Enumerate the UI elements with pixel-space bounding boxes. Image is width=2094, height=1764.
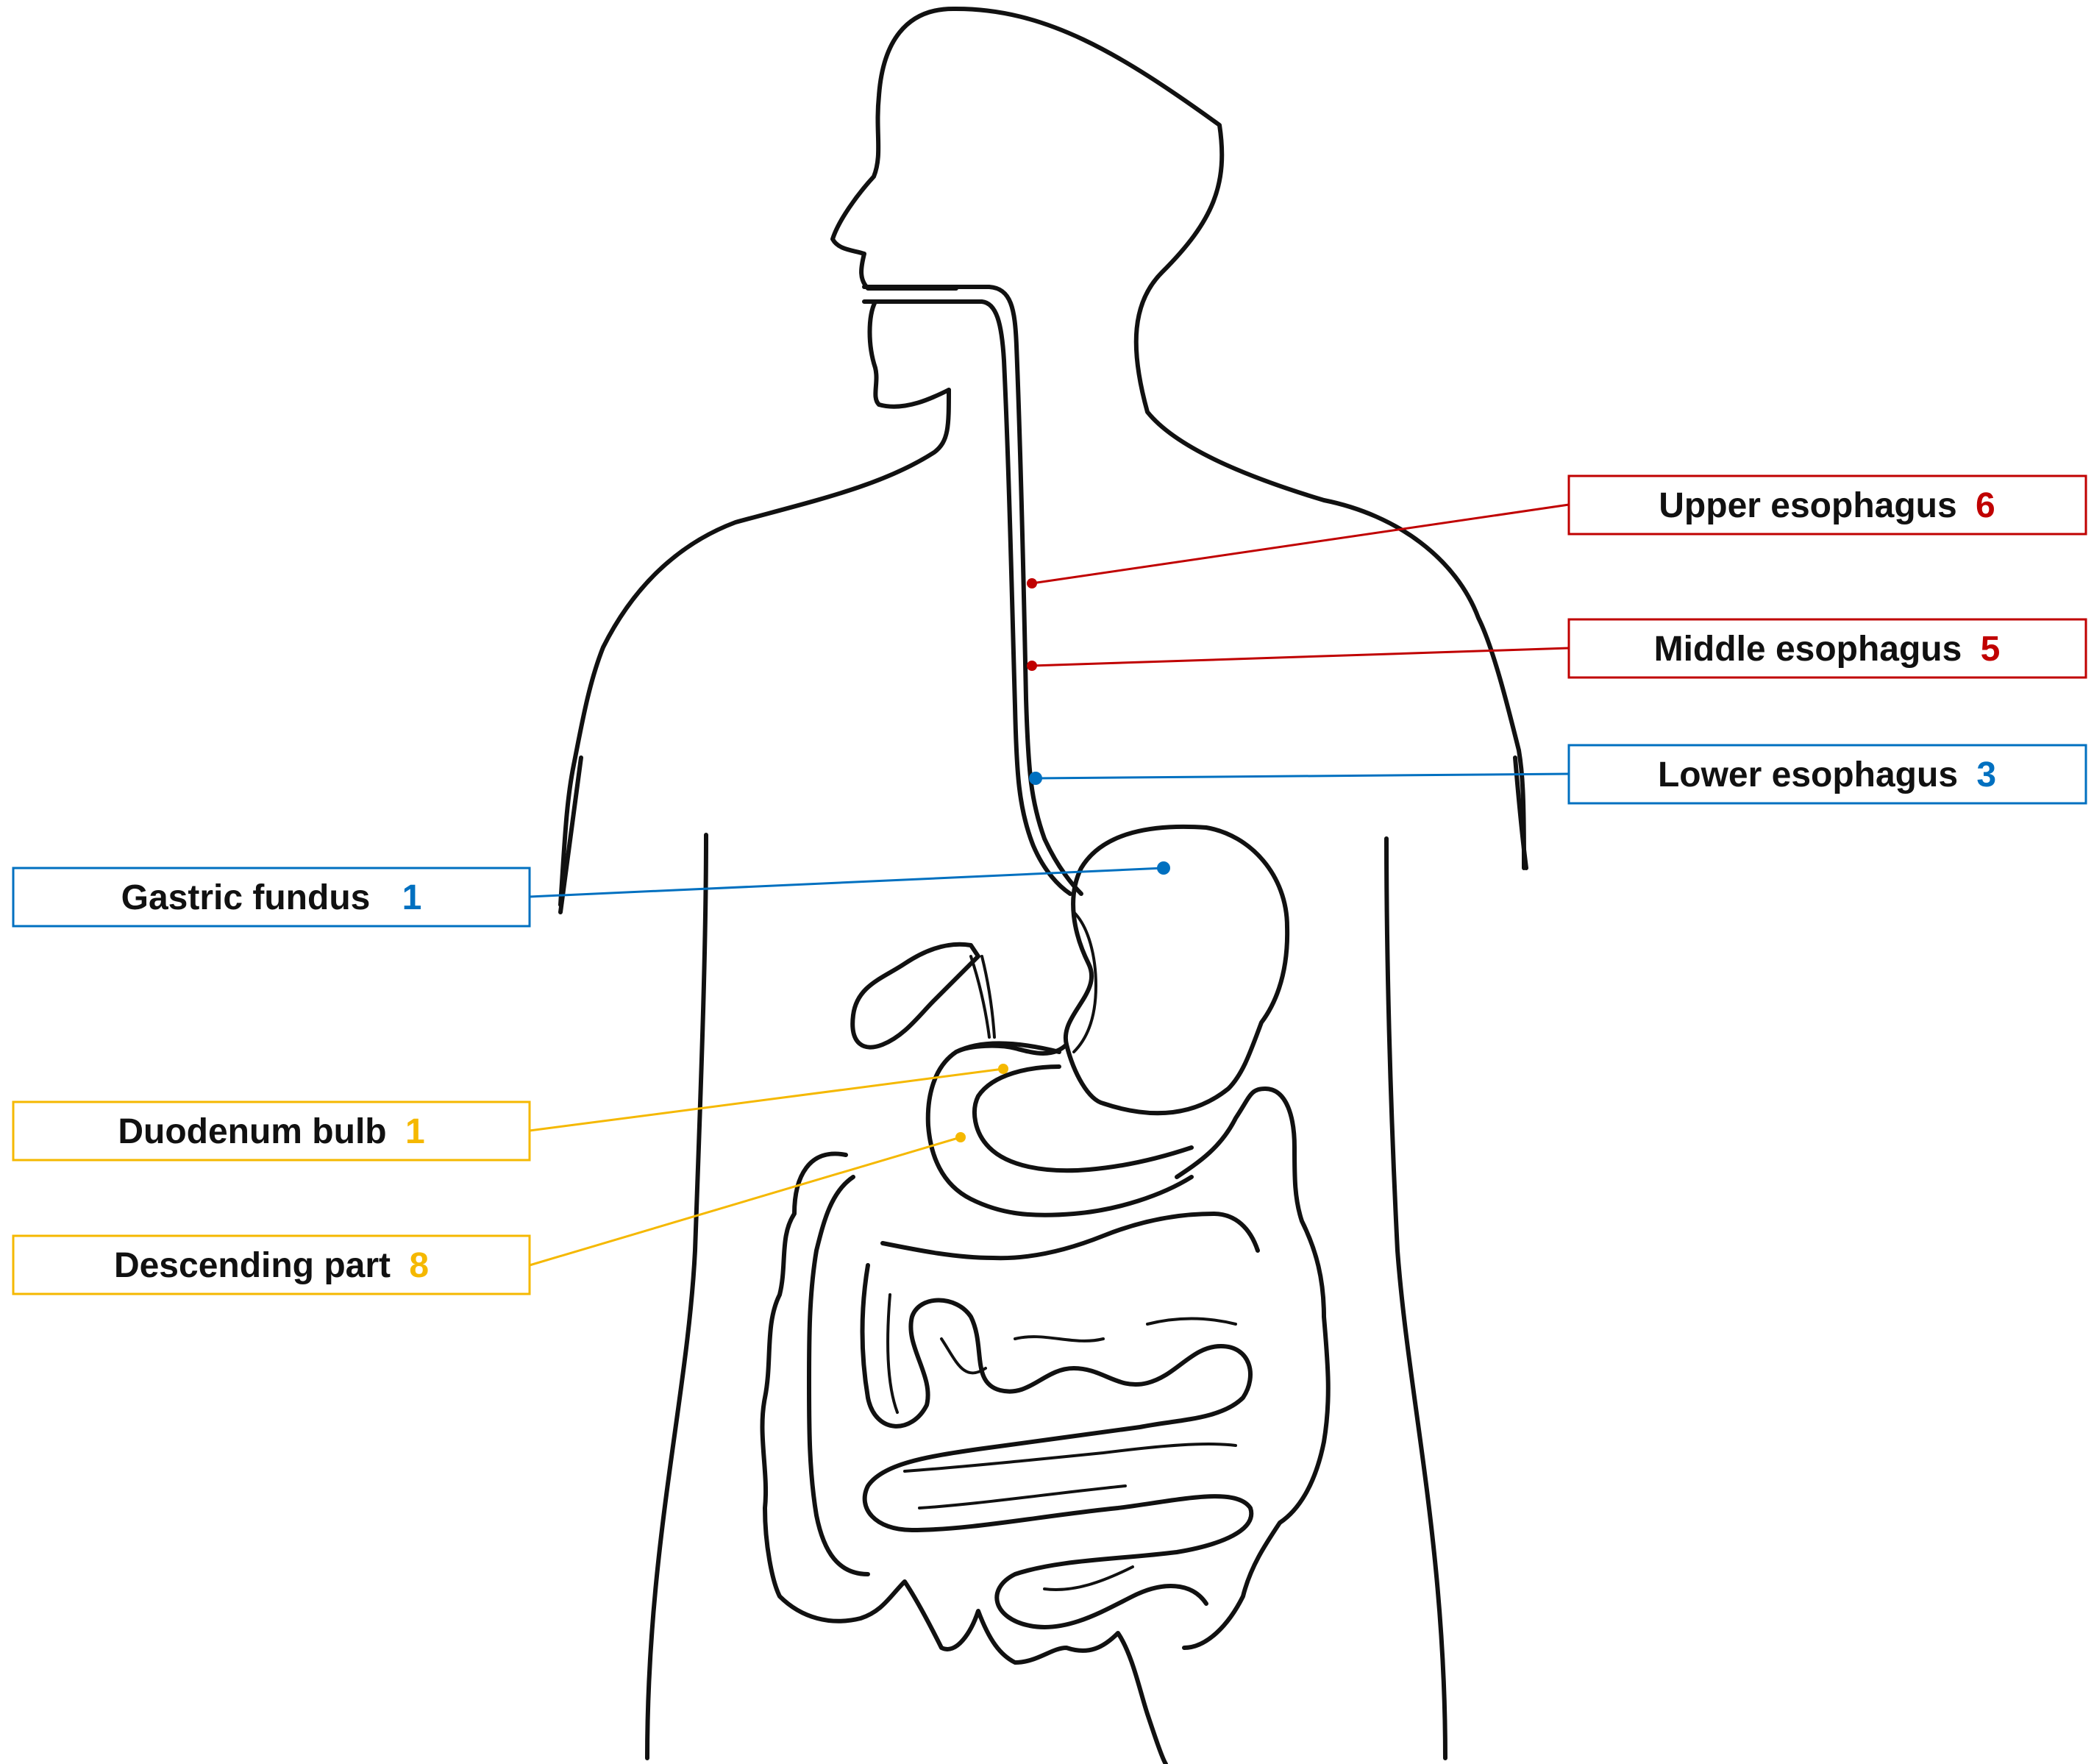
body-outline: [558, 6, 1528, 1760]
leader-line-duodenum-bulb: [529, 1067, 1004, 1132]
label-boxes: Upper esophagus 6 Middle esophagus 5 Low…: [12, 474, 2087, 1295]
left-shoulder-outline: [558, 388, 951, 907]
colon-right-outline: [1175, 1087, 1331, 1650]
label-descending-part: Descending part 8: [12, 1234, 531, 1295]
marker-dot-duodenum-bulb: [998, 1064, 1008, 1074]
label-box-gastric-fundus: [12, 867, 531, 928]
label-name-duodenum-bulb: Duodenum bulb: [118, 1112, 386, 1151]
duodenum: [925, 1041, 1194, 1217]
label-upper-esophagus: Upper esophagus 6: [1567, 474, 2087, 536]
colon-outline: [760, 1151, 1168, 1764]
leader-line-descending-part: [529, 1136, 961, 1267]
label-lower-esophagus: Lower esophagus 3: [1567, 744, 2087, 805]
label-box-duodenum-bulb: [12, 1100, 531, 1162]
label-count-middle-esophagus: 5: [1981, 630, 2001, 669]
gallbladder: [850, 942, 996, 1050]
label-duodenum-bulb: Duodenum bulb 1: [12, 1100, 531, 1162]
marker-dot-middle-esophagus: [1027, 661, 1037, 671]
label-text-upper-esophagus: Upper esophagus 6: [1659, 486, 1995, 525]
leader-line-middle-esophagus: [1031, 647, 1570, 667]
label-gastric-fundus: Gastric fundus 1: [12, 867, 531, 928]
small-intestine-loops: [860, 1263, 1254, 1629]
stomach-lesser-curve: [1072, 911, 1097, 1053]
gallbladder-outline: [850, 942, 980, 1050]
label-box-upper-esophagus: [1567, 474, 2087, 536]
label-text-gastric-fundus: Gastric fundus 1: [121, 878, 422, 917]
label-box-lower-esophagus: [1567, 744, 2087, 805]
colon-inner-outline: [807, 1175, 1260, 1576]
duodenum-inner: [972, 1064, 1194, 1173]
label-text-descending-part: Descending part 8: [114, 1246, 429, 1285]
left-arm-line: [558, 755, 583, 914]
label-count-duodenum-bulb: 1: [405, 1112, 425, 1151]
label-name-lower-esophagus: Lower esophagus: [1658, 755, 1958, 794]
label-name-upper-esophagus: Upper esophagus: [1659, 486, 1956, 525]
label-middle-esophagus: Middle esophagus 5: [1567, 618, 2087, 679]
esophagus: [862, 285, 1083, 896]
label-name-middle-esophagus: Middle esophagus: [1654, 630, 1962, 669]
label-box-descending-part: [12, 1234, 531, 1295]
colon: [760, 1087, 1331, 1764]
duodenum-outline: [925, 1041, 1194, 1217]
label-count-lower-esophagus: 3: [1976, 755, 1996, 794]
esophagus-left-wall: [862, 285, 1083, 896]
leader-lines: [529, 503, 1570, 1267]
label-name-descending-part: Descending part: [114, 1246, 391, 1285]
head-back-outline: [954, 7, 1526, 870]
label-count-upper-esophagus: 6: [1976, 486, 1995, 525]
small-intestine: [860, 1263, 1254, 1629]
esophagus-right-wall: [862, 299, 1072, 896]
marker-dot-descending-part: [955, 1132, 966, 1142]
small-intestine-inner-loops: [886, 1293, 1237, 1591]
right-arm-line: [1513, 755, 1528, 870]
leader-line-lower-esophagus: [1035, 772, 1570, 780]
label-name-gastric-fundus: Gastric fundus: [121, 878, 371, 917]
torso-right-side: [1384, 836, 1447, 1760]
label-text-duodenum-bulb: Duodenum bulb 1: [118, 1112, 424, 1151]
throat-outline: [867, 299, 951, 409]
leader-line-upper-esophagus: [1031, 503, 1570, 585]
label-text-middle-esophagus: Middle esophagus 5: [1654, 630, 2001, 669]
marker-dot-lower-esophagus: [1029, 772, 1042, 785]
label-box-middle-esophagus: [1567, 618, 2087, 679]
torso-left-side: [645, 833, 708, 1760]
marker-dot-gastric-fundus: [1157, 861, 1170, 875]
label-count-descending-part: 8: [409, 1246, 429, 1285]
marker-dot-upper-esophagus: [1027, 578, 1037, 588]
head-outline: [830, 6, 958, 291]
bile-duct: [969, 955, 996, 1039]
leader-line-gastric-fundus: [529, 867, 1164, 898]
stomach-outline: [1063, 824, 1290, 1116]
label-text-lower-esophagus: Lower esophagus 3: [1658, 755, 1996, 794]
label-count-gastric-fundus: 1: [402, 878, 422, 917]
